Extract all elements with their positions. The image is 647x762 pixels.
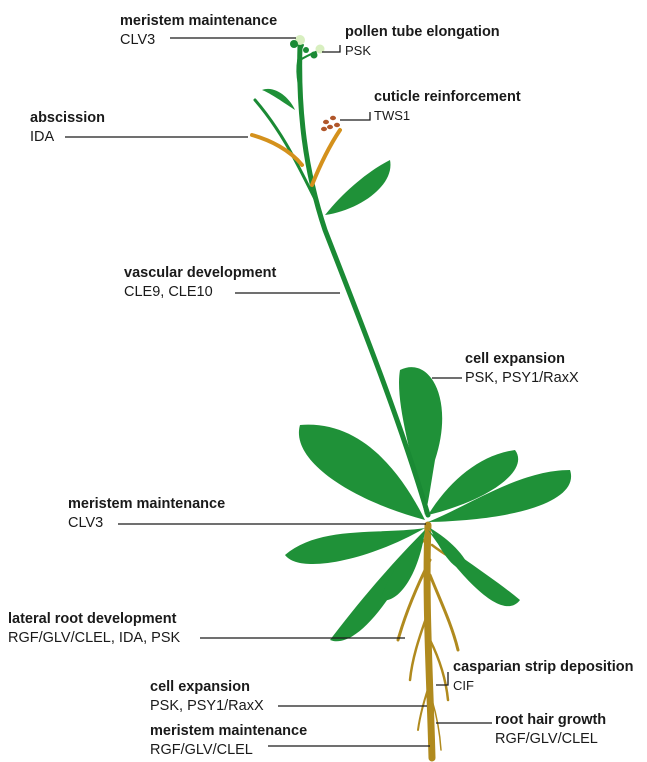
label-peptides: RGF/GLV/CLEL [150,743,307,758]
label-cell-expansion-leaf: cell expansion PSK, PSY1/RaxX [465,352,579,385]
label-vascular: vascular development CLE9, CLE10 [124,266,276,299]
label-peptides: PSK, PSY1/RaxX [150,699,264,714]
siliques [252,130,340,185]
label-peptides: PSK [345,44,500,57]
label-title: pollen tube elongation [345,25,500,40]
small-leaf [262,89,295,110]
label-title: vascular development [124,266,276,281]
label-peptides: CLV3 [120,33,277,48]
label-peptides: IDA [30,130,105,145]
leader-pollen-tube [322,45,340,52]
label-peptides: RGF/GLV/CLEL [495,732,606,747]
label-title: abscission [30,111,105,126]
label-title: cuticle reinforcement [374,90,521,105]
label-title: casparian strip deposition [453,660,634,675]
cauline-leaf [325,160,390,215]
label-abscission: abscission IDA [30,111,105,144]
label-title: cell expansion [465,352,579,367]
label-meristem-shoot: meristem maintenance CLV3 [68,497,225,530]
label-lateral-root: lateral root development RGF/GLV/CLEL, I… [8,612,180,645]
leader-cuticle [340,112,370,120]
label-title: meristem maintenance [150,724,307,739]
label-peptides: TWS1 [374,109,521,122]
label-title: lateral root development [8,612,180,627]
label-title: cell expansion [150,680,264,695]
label-cuticle: cuticle reinforcement TWS1 [374,90,521,122]
label-meristem-top: meristem maintenance CLV3 [120,14,277,47]
label-casparian: casparian strip deposition CIF [453,660,634,692]
label-peptides: CLV3 [68,516,225,531]
label-meristem-root: meristem maintenance RGF/GLV/CLEL [150,724,307,757]
label-title: root hair growth [495,713,606,728]
label-root-hair: root hair growth RGF/GLV/CLEL [495,713,606,746]
label-title: meristem maintenance [68,497,225,512]
label-peptides: PSK, PSY1/RaxX [465,371,579,386]
label-pollen-tube: pollen tube elongation PSK [345,25,500,57]
label-cell-expansion-root: cell expansion PSK, PSY1/RaxX [150,680,264,713]
label-title: meristem maintenance [120,14,277,29]
seeds [321,116,340,131]
label-peptides: CIF [453,679,634,692]
label-peptides: RGF/GLV/CLEL, IDA, PSK [8,631,180,646]
label-peptides: CLE9, CLE10 [124,285,276,300]
